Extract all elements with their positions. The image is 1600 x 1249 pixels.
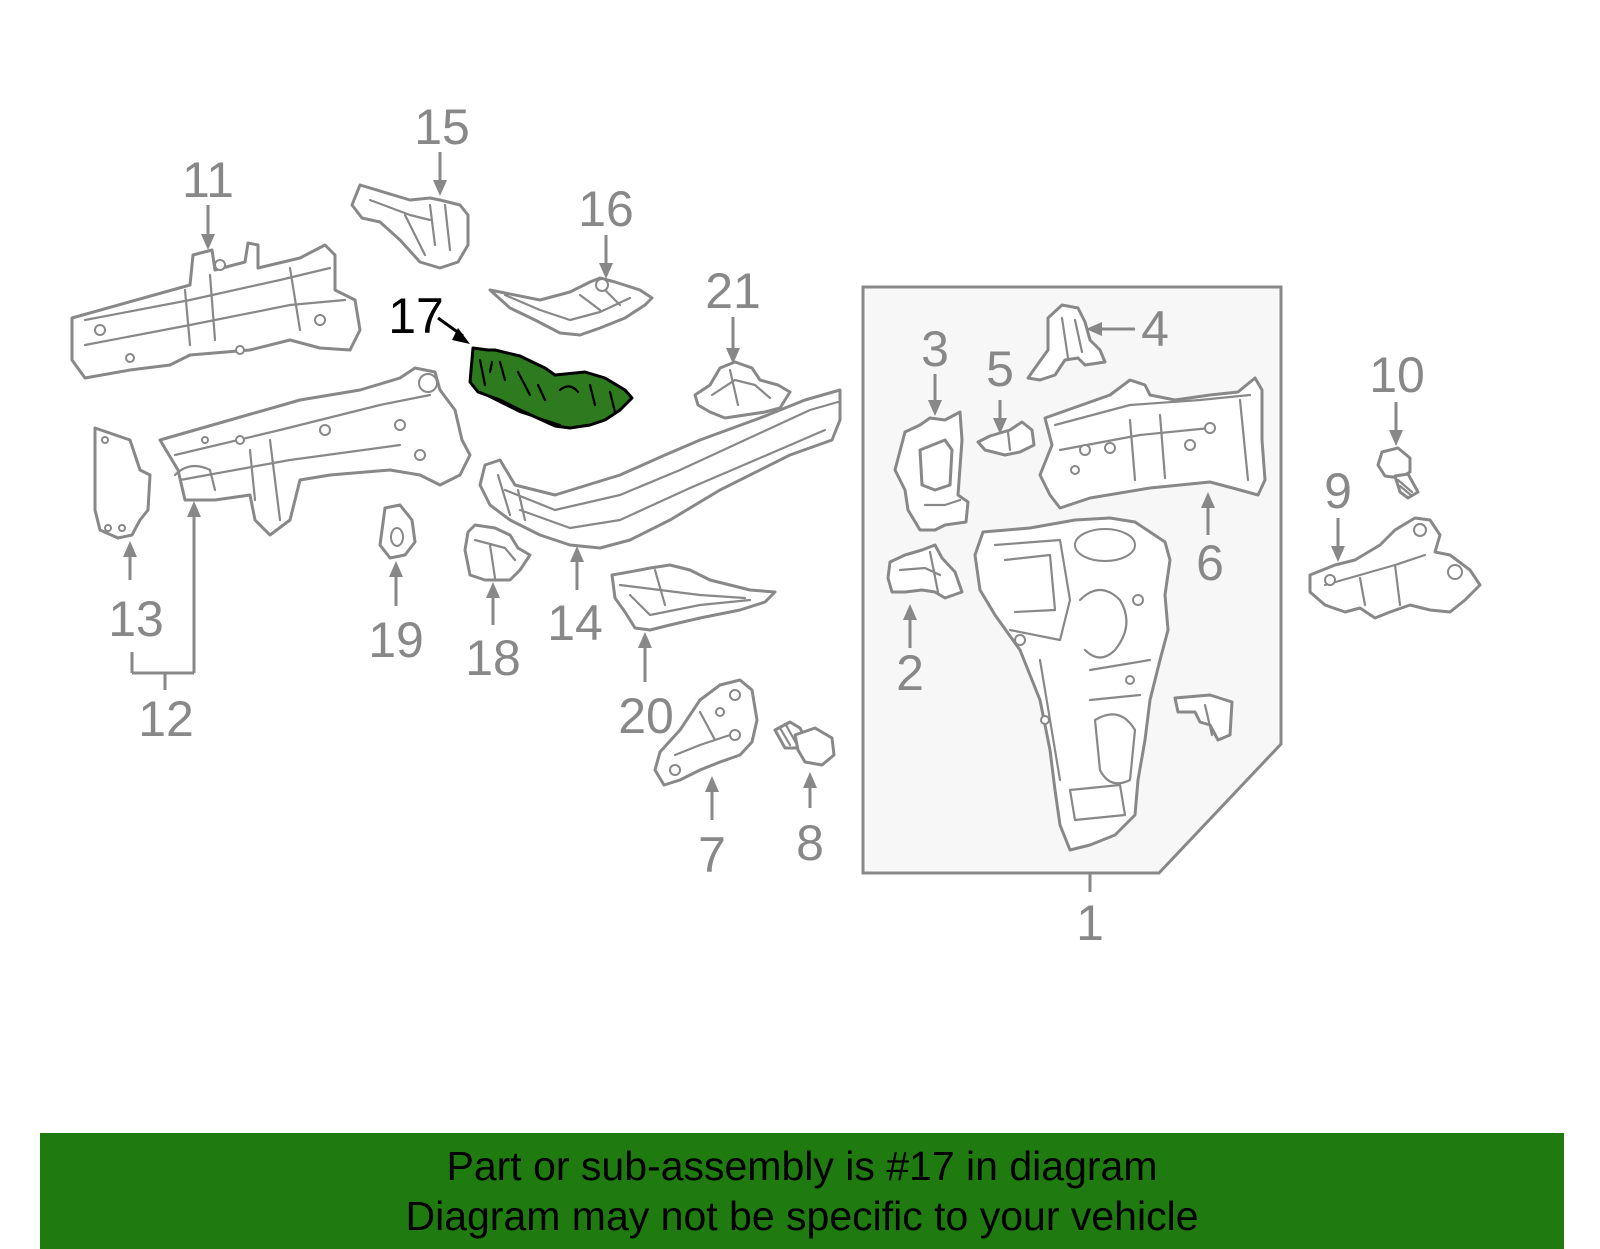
callout-11: 11 (182, 152, 234, 208)
callout-16: 16 (578, 181, 634, 237)
part-4[interactable] (1026, 303, 1107, 382)
callout-2: 2 (896, 645, 924, 701)
part-17-highlighted[interactable] (468, 346, 634, 430)
banner-line-2: Diagram may not be specific to your vehi… (405, 1193, 1199, 1239)
part-12[interactable] (158, 366, 472, 537)
callout-7: 7 (698, 827, 726, 883)
callout-20: 20 (618, 688, 674, 744)
callout-numbers: 15 11 16 21 17 13 12 19 18 14 20 7 8 3 5… (108, 99, 1425, 951)
callout-19: 19 (368, 612, 424, 668)
callout-4: 4 (1141, 301, 1169, 357)
banner-line-1: Part or sub-assembly is #17 in diagram (446, 1143, 1158, 1189)
part-15[interactable] (350, 183, 470, 270)
part-7[interactable] (653, 678, 759, 787)
callout-21: 21 (705, 263, 761, 319)
part-2[interactable] (886, 543, 964, 600)
part-6[interactable] (1038, 376, 1267, 510)
callout-12: 12 (138, 691, 194, 747)
part-21[interactable] (693, 360, 792, 420)
part-11[interactable] (70, 241, 362, 380)
part-16[interactable] (488, 276, 654, 337)
part-8-bolt[interactable] (773, 720, 836, 767)
callout-9: 9 (1324, 463, 1352, 519)
part-18[interactable] (463, 523, 532, 582)
callout-3: 3 (921, 321, 949, 377)
callout-14: 14 (547, 595, 603, 651)
part-9[interactable] (1308, 516, 1482, 620)
callout-17: 17 (388, 288, 444, 344)
callout-6: 6 (1196, 535, 1224, 591)
callout-18: 18 (465, 630, 521, 686)
part-20[interactable] (610, 563, 777, 632)
part-13[interactable] (93, 426, 152, 540)
part-1-main-housing[interactable] (973, 516, 1172, 852)
part-19[interactable] (378, 503, 417, 560)
callout-5: 5 (986, 341, 1014, 397)
callout-8: 8 (796, 815, 824, 871)
part-1-bracket[interactable] (1173, 693, 1234, 742)
part-3[interactable] (893, 410, 970, 532)
callout-10: 10 (1369, 347, 1425, 403)
callout-13: 13 (108, 591, 164, 647)
callout-15: 15 (414, 99, 470, 155)
part-14[interactable] (478, 388, 842, 550)
info-banner: Part or sub-assembly is #17 in diagram D… (40, 1133, 1564, 1249)
leader-lines (123, 152, 1403, 892)
part-10-bolt[interactable] (1376, 446, 1420, 500)
callout-1: 1 (1076, 895, 1104, 951)
